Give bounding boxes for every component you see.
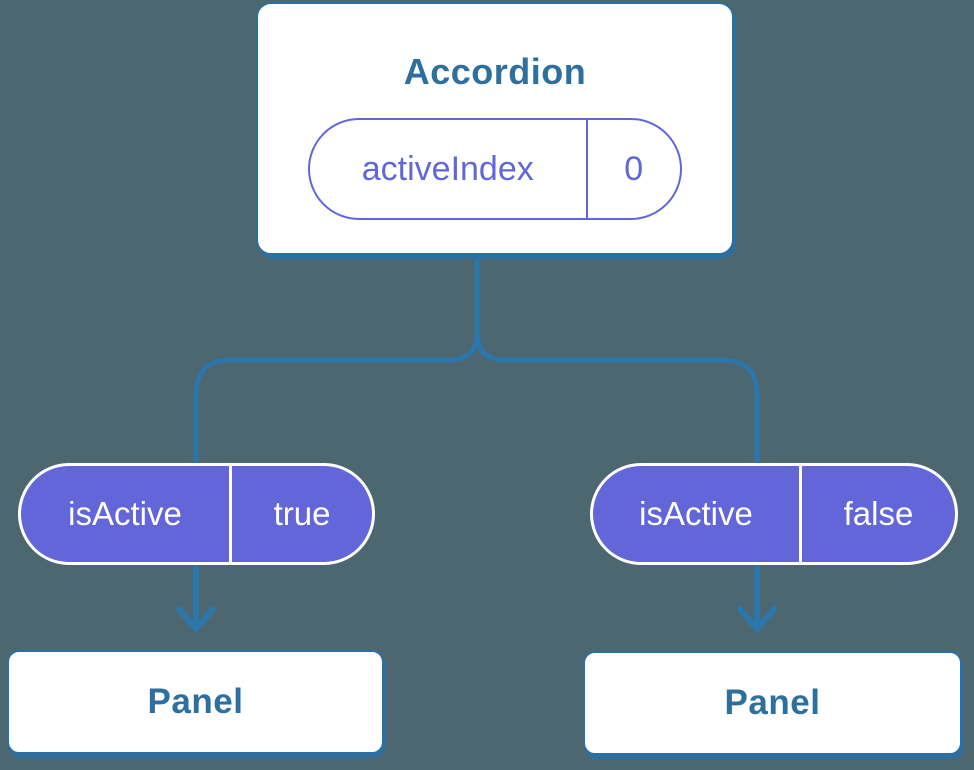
state-name-label: isActive [21, 466, 232, 562]
is-active-pill-left: isActive true [18, 463, 375, 565]
accordion-node: Accordion activeIndex 0 [256, 2, 734, 255]
branch-line-left [193, 257, 480, 463]
active-index-prop-pill: activeIndex 0 [308, 118, 682, 220]
panel-node-label: Panel [147, 682, 244, 721]
prop-name-label: activeIndex [310, 120, 588, 218]
arrow-down-icon-left [176, 606, 216, 632]
panel-node-label: Panel [724, 683, 821, 722]
arrow-down-icon-right [737, 606, 777, 632]
state-value-label: false [843, 495, 914, 532]
panel-node-left: Panel [7, 650, 384, 754]
accordion-node-title: Accordion [403, 51, 587, 92]
panel-node-right: Panel [583, 651, 962, 755]
branch-line-right [474, 257, 760, 463]
prop-value-label: 0 [624, 149, 644, 188]
state-value-label: true [273, 495, 331, 532]
is-active-pill-right: isActive false [590, 463, 958, 565]
state-name-label: isActive [593, 466, 802, 562]
